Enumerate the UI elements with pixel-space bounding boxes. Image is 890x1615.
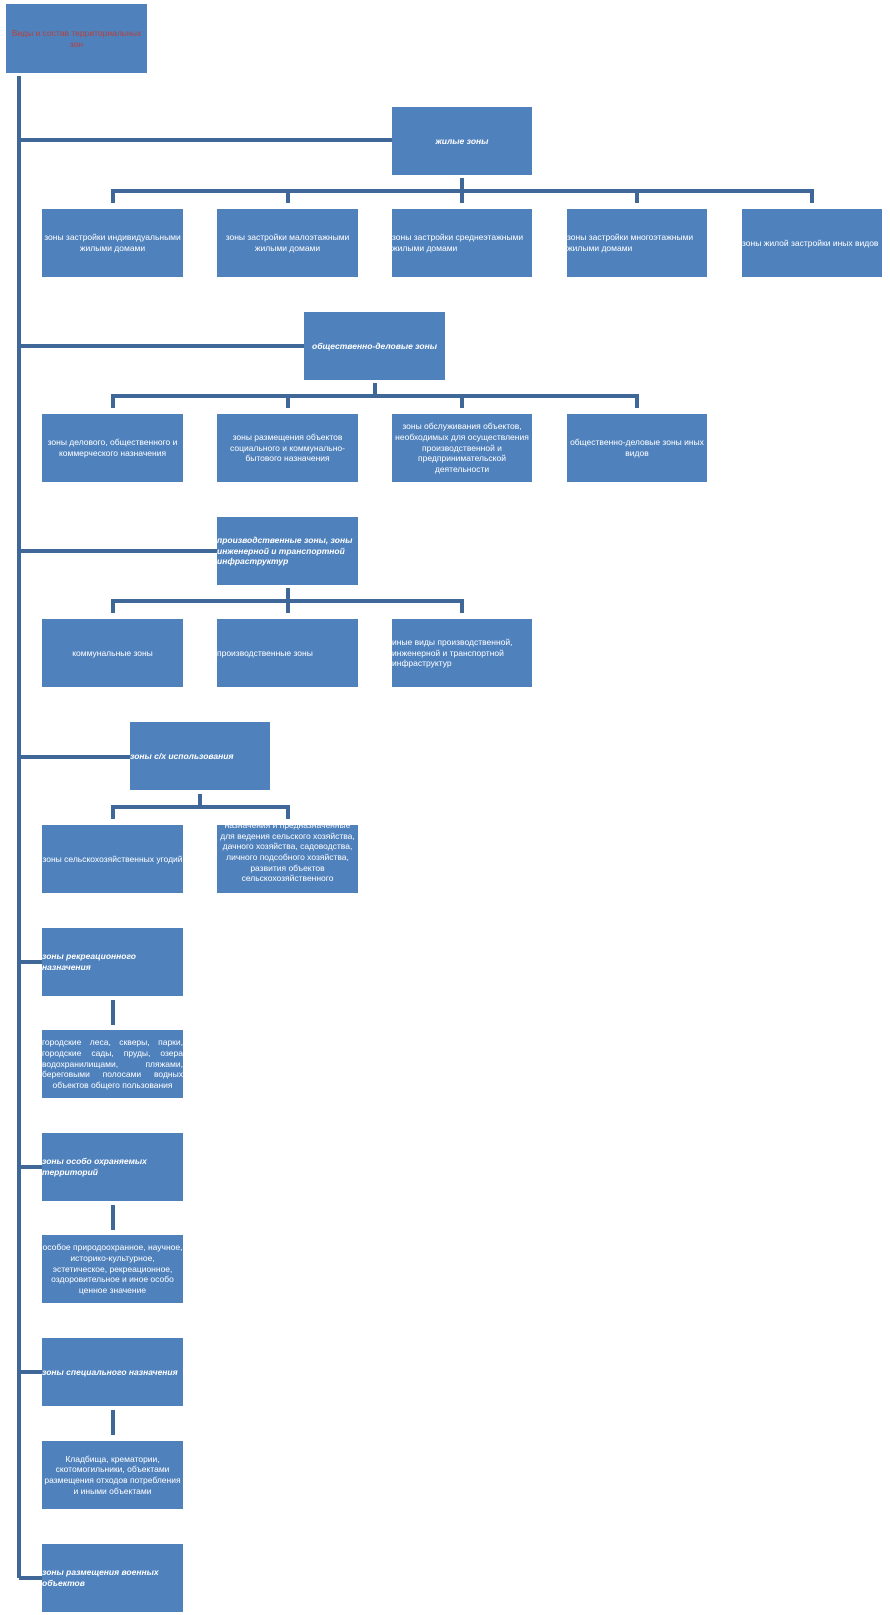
zone-header-agricultural: зоны с/х использования — [130, 722, 270, 790]
zone-header-protected: зоны особо охраняемых территорий — [42, 1133, 183, 1201]
child-connector — [111, 588, 464, 613]
title-text: Виды и состав территориальных зон — [11, 27, 142, 49]
zone-subtype-box: зоны застройки среднеэтажными жилыми дом… — [392, 209, 532, 277]
child-connector — [111, 178, 814, 203]
zone-subtype-label: коммунальные зоны — [72, 647, 153, 658]
zone-subtype-label: общественно-деловые зоны иных видов — [570, 437, 704, 458]
zone-subtype-box: зоны застройки индивидуальными жилыми до… — [42, 209, 183, 277]
zone-subtype-label: зоны застройки малоэтажными жилыми домам… — [225, 232, 350, 253]
zone-subtype-box: городские леса, скверы, парки, городские… — [42, 1030, 183, 1098]
zone-subtype-box: зоны размещения объектов социального и к… — [217, 414, 358, 482]
zone-header-label: производственные зоны, зоны инженерной и… — [217, 535, 353, 567]
zone-subtype-label: особое природоохранное, научное, историк… — [42, 1242, 183, 1295]
zone-subtype-label: Кладбища, крематории, скотомогильники, о… — [44, 1453, 181, 1496]
zone-subtype-box: производственные зоны — [217, 619, 358, 687]
zone-header-residential: жилые зоны — [392, 107, 532, 175]
zone-subtype-label: назначения и предназначенные для ведения… — [220, 825, 355, 884]
zone-subtype-box: иные виды производственной, инженерной и… — [392, 619, 532, 687]
zone-subtype-box: зоны делового, общественного и коммерчес… — [42, 414, 183, 482]
zone-subtype-label: производственные зоны — [217, 647, 313, 658]
zone-header-label: зоны рекреационного назначения — [42, 951, 137, 972]
zone-subtype-label: зоны делового, общественного и коммерчес… — [47, 437, 178, 458]
child-connector — [111, 794, 290, 819]
zone-subtype-box: Кладбища, крематории, скотомогильники, о… — [42, 1441, 183, 1509]
zone-header-special: зоны специального назначения — [42, 1338, 183, 1406]
child-connector — [111, 383, 639, 408]
zone-subtype-label: городские леса, скверы, парки, городские… — [42, 1037, 183, 1090]
zone-subtype-box: зоны сельскохозяйственных угодий — [42, 825, 183, 893]
zone-subtype-box: коммунальные зоны — [42, 619, 183, 687]
zone-subtype-box: назначения и предназначенные для ведения… — [217, 825, 358, 893]
zone-subtype-label: зоны жилой застройки иных видов — [742, 237, 879, 248]
zone-subtype-label: иные виды производственной, инженерной и… — [392, 637, 513, 669]
zone-header-label: жилые зоны — [435, 135, 489, 146]
zone-header-military: зоны размещения военных объектов — [42, 1544, 183, 1612]
zone-subtype-label: зоны застройки многоэтажными жилыми дома… — [567, 232, 694, 253]
zone-subtype-label: зоны обслуживания объектов, необходимых … — [395, 421, 529, 474]
zone-subtype-box: зоны застройки малоэтажными жилыми домам… — [217, 209, 358, 277]
zone-header-industrial: производственные зоны, зоны инженерной и… — [217, 517, 358, 585]
zone-header-label: зоны особо охраняемых территорий — [42, 1156, 147, 1177]
zone-subtype-label: зоны размещения объектов социального и к… — [230, 432, 345, 464]
zone-subtype-box: зоны обслуживания объектов, необходимых … — [392, 414, 532, 482]
zone-header-label: зоны размещения военных объектов — [42, 1567, 159, 1588]
zone-subtype-box: зоны застройки многоэтажными жилыми дома… — [567, 209, 707, 277]
zone-header-recreational: зоны рекреационного назначения — [42, 928, 183, 996]
zone-header-public-business: общественно-деловые зоны — [304, 312, 445, 380]
zone-header-label: общественно-деловые зоны — [312, 340, 437, 351]
zone-subtype-box: особое природоохранное, научное, историк… — [42, 1235, 183, 1303]
title-box: Виды и состав территориальных зон — [6, 4, 147, 73]
zone-header-label: зоны с/х использования — [130, 750, 234, 761]
zone-subtype-label: зоны сельскохозяйственных угодий — [42, 853, 183, 864]
zone-header-label: зоны специального назначения — [42, 1366, 178, 1377]
zone-subtype-label: зоны застройки индивидуальными жилыми до… — [44, 232, 181, 253]
zone-subtype-label: зоны застройки среднеэтажными жилыми дом… — [392, 232, 524, 253]
zone-subtype-box: зоны жилой застройки иных видов — [742, 209, 882, 277]
zone-subtype-box: общественно-деловые зоны иных видов — [567, 414, 707, 482]
